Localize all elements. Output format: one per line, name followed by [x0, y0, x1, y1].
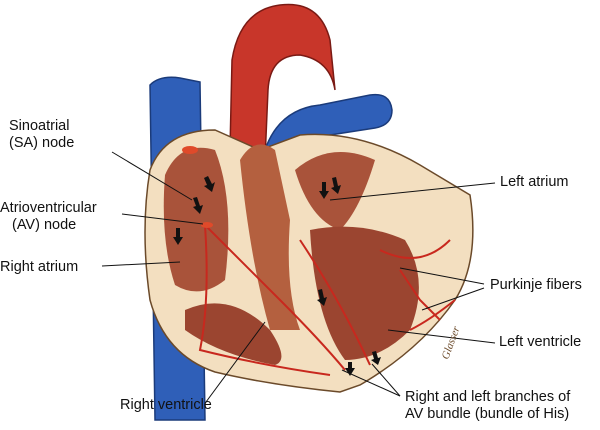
label-line: AV bundle (bundle of His)	[405, 406, 570, 422]
label-av-node: Atrioventricular (AV) node	[0, 200, 97, 234]
conduction-fibers	[198, 224, 456, 376]
label-line: (AV) node	[12, 217, 77, 233]
label-line: Right and left branches of	[405, 389, 571, 405]
label-purkinje-fibers: Purkinje fibers	[490, 277, 582, 293]
left-ventricle-chamber	[310, 226, 419, 360]
label-line: Atrioventricular	[0, 200, 97, 216]
label-right-atrium: Right atrium	[0, 259, 79, 275]
label-bundle-of-his: Right and left branches of AV bundle (bu…	[405, 389, 570, 423]
label-sa-node: Sinoatrial (SA) node	[9, 118, 74, 152]
label-line: (SA) node	[9, 135, 75, 151]
label-right-ventricle: Right ventricle	[120, 397, 212, 413]
label-left-ventricle: Left ventricle	[499, 334, 582, 350]
impulse-arrows	[173, 176, 381, 376]
leader-lines	[101, 151, 496, 403]
sa-node	[182, 146, 198, 154]
aorta	[229, 3, 336, 161]
aortic-chamber	[240, 144, 300, 330]
av-node	[201, 222, 213, 228]
artist-signature: Glasser	[440, 324, 463, 361]
right-ventricle-chamber	[185, 303, 282, 365]
right-atrium-chamber	[163, 147, 229, 292]
label-left-atrium: Left atrium	[500, 174, 569, 190]
label-line: Sinoatrial	[9, 118, 70, 134]
